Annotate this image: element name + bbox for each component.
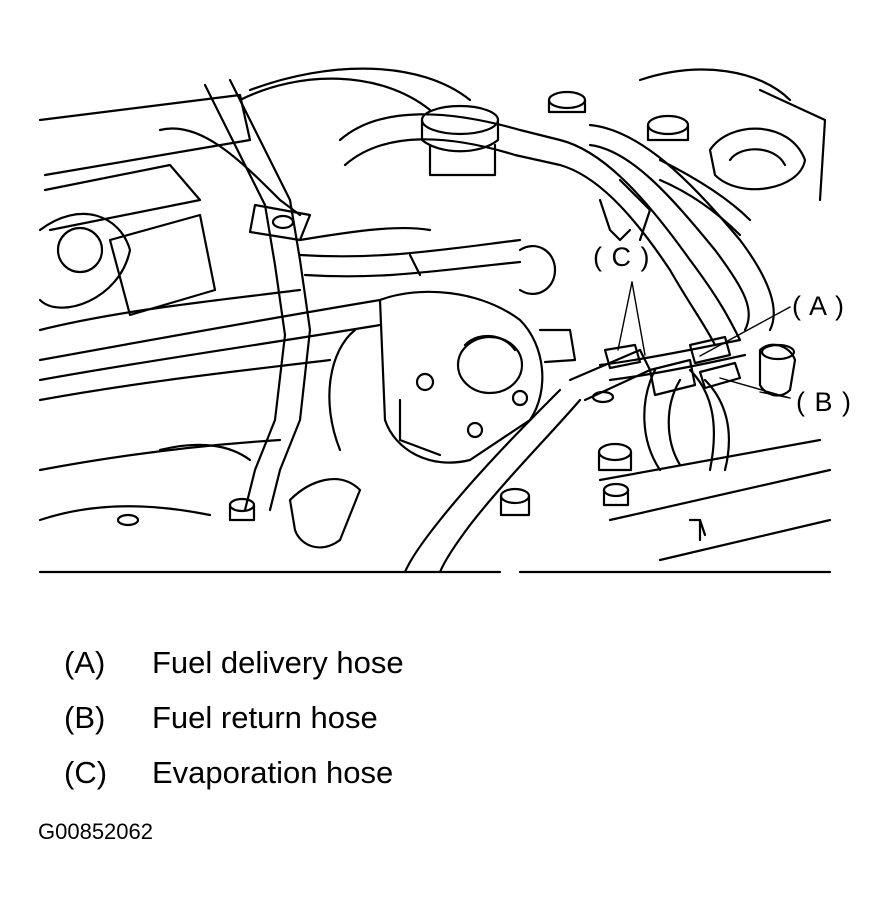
callout-b-label: ( B ) — [796, 387, 852, 417]
crossing-pipes — [38, 226, 557, 382]
legend-text-c: Evaporation hose — [152, 755, 394, 790]
legend-text-b: Fuel return hose — [152, 700, 378, 735]
reservoir-cap — [420, 104, 500, 177]
lateral-tube — [158, 78, 312, 512]
callout-a-label: ( A ) — [792, 291, 846, 321]
engine-background-outlines — [38, 67, 832, 574]
callout-c-label: ( C ) — [593, 242, 651, 272]
misc-engine-parts — [158, 178, 707, 549]
upper-hoses — [338, 113, 775, 347]
figure-id: G00852062 — [38, 819, 153, 844]
engine-bay-illustration — [38, 67, 832, 574]
legend-key-c: (C) — [64, 755, 108, 790]
leader-lines — [617, 281, 791, 399]
legend-key-a: (A) — [64, 645, 106, 680]
bolts — [116, 390, 633, 527]
legend-text-a: Fuel delivery hose — [152, 645, 404, 680]
throttle-body — [328, 290, 544, 464]
legend-key-b: (B) — [64, 700, 106, 735]
hose-connector-fittings — [603, 335, 797, 397]
small-caps — [547, 90, 690, 142]
